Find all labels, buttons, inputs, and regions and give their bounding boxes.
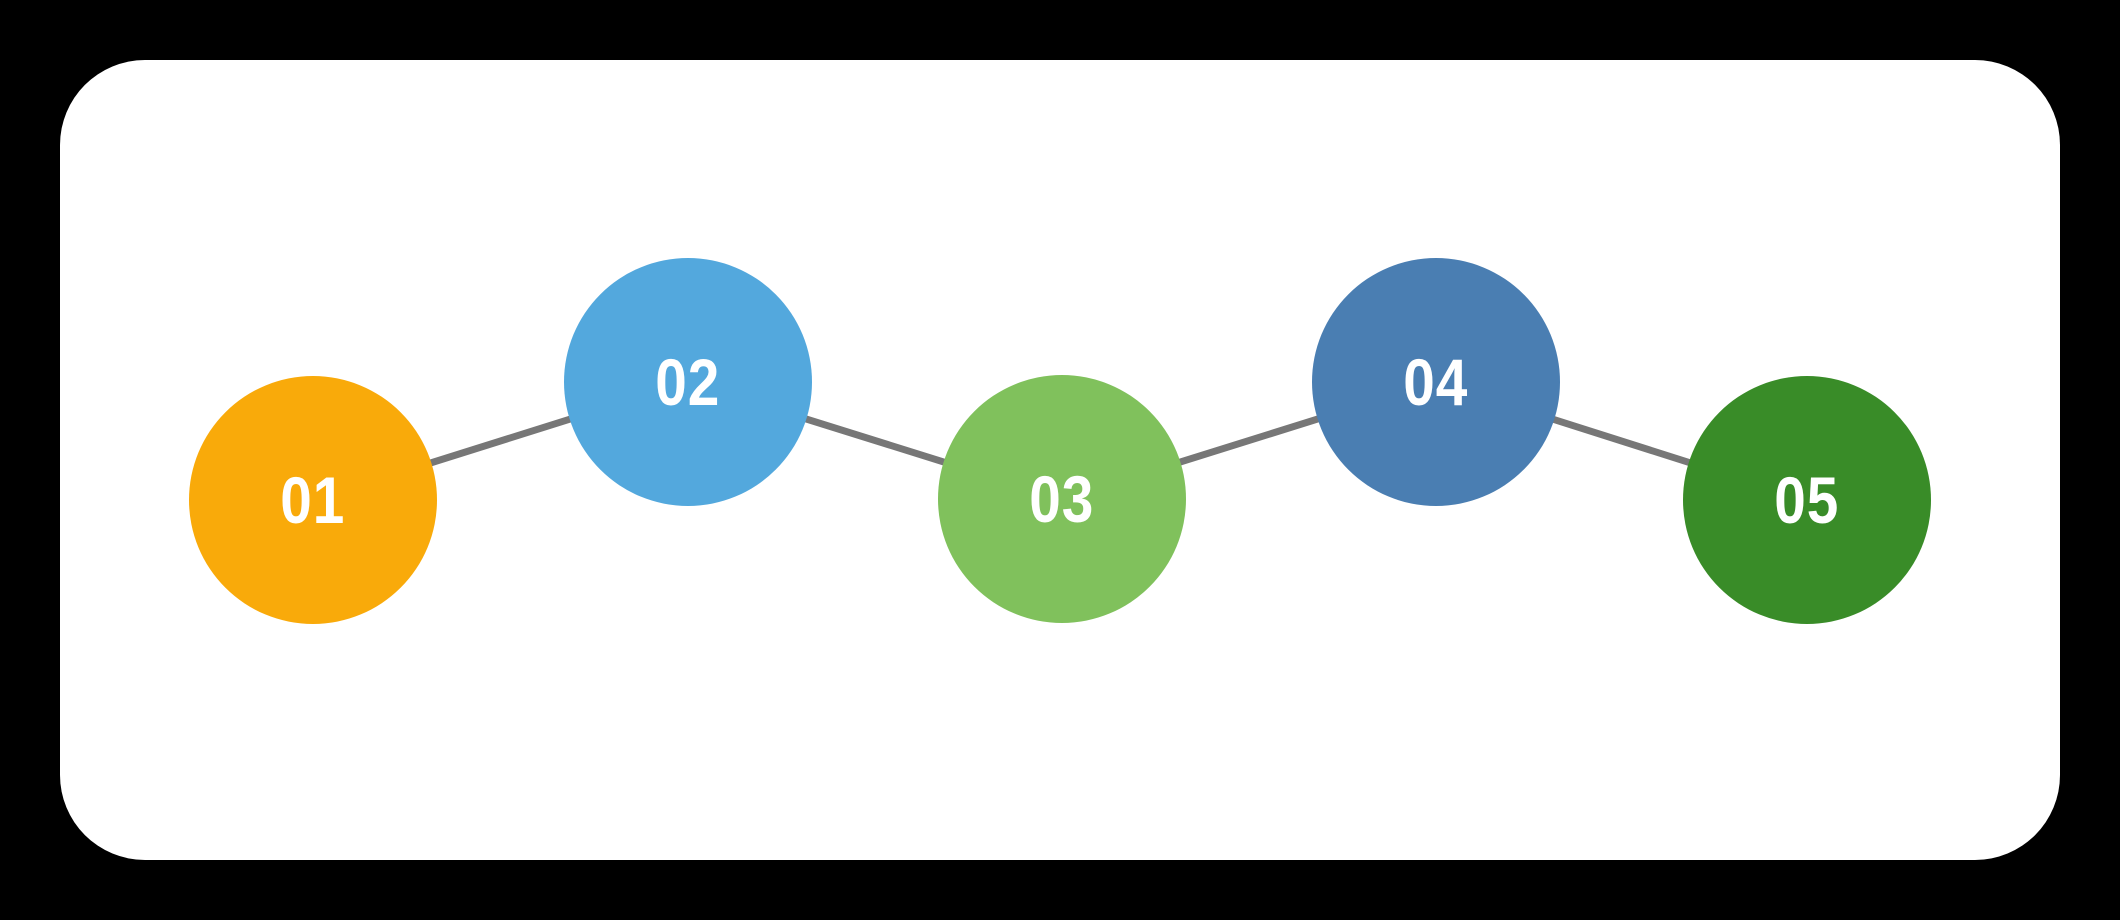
step-label-01: 01 — [280, 463, 346, 537]
step-circle-01: 01 — [189, 376, 437, 624]
step-label-05: 05 — [1774, 463, 1840, 537]
step-label-04: 04 — [1403, 345, 1469, 419]
step-label-03: 03 — [1029, 462, 1095, 536]
step-circle-05: 05 — [1683, 376, 1931, 624]
step-circle-04: 04 — [1312, 258, 1560, 506]
step-label-02: 02 — [655, 345, 721, 419]
step-circle-02: 02 — [564, 258, 812, 506]
step-circle-03: 03 — [938, 375, 1186, 623]
